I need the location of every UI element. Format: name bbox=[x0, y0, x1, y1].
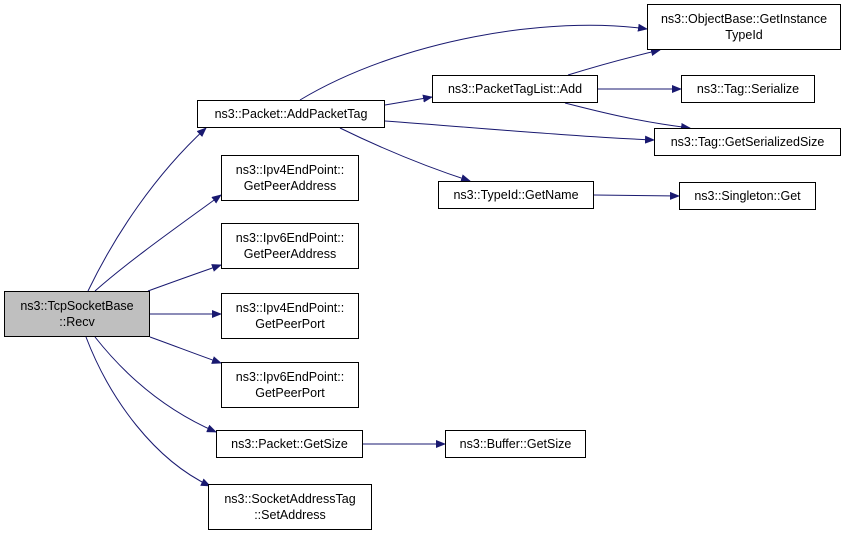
edge-tcp-recv-to-socket-address-tag-set-address bbox=[85, 336, 211, 487]
node-packet-tag-list-add[interactable]: ns3::PacketTagList::Add bbox=[432, 75, 598, 103]
node-ipv4-end-point-get-peer-address[interactable]: ns3::Ipv4EndPoint:: GetPeerAddress bbox=[221, 155, 359, 201]
node-tcp-socket-base-recv[interactable]: ns3::TcpSocketBase ::Recv bbox=[4, 291, 150, 337]
node-singleton-get[interactable]: ns3::Singleton::Get bbox=[679, 182, 816, 210]
edge-add-packet-tag-to-tag-get-serialized-size bbox=[384, 120, 655, 144]
node-label: ns3::Ipv4EndPoint:: GetPeerPort bbox=[235, 301, 345, 331]
node-label: ns3::TcpSocketBase ::Recv bbox=[20, 299, 134, 329]
edge-type-id-get-name-to-singleton-get bbox=[593, 191, 680, 200]
edge-tcp-recv-to-ipv6-get-peer-port bbox=[149, 336, 222, 364]
edge-packet-tag-list-add-to-object-base-get-instance-type-id bbox=[567, 48, 661, 76]
node-label: ns3::SocketAddressTag ::SetAddress bbox=[224, 492, 356, 522]
node-label: ns3::ObjectBase::GetInstance TypeId bbox=[660, 12, 828, 42]
node-type-id-get-name[interactable]: ns3::TypeId::GetName bbox=[438, 181, 594, 209]
node-label: ns3::Ipv6EndPoint:: GetPeerAddress bbox=[235, 231, 345, 261]
edge-add-packet-tag-to-object-base-get-instance-type-id bbox=[299, 23, 648, 101]
edge-tcp-recv-to-ipv6-get-peer-address bbox=[147, 264, 222, 292]
node-packet-add-packet-tag[interactable]: ns3::Packet::AddPacketTag bbox=[197, 100, 385, 128]
node-ipv4-end-point-get-peer-port[interactable]: ns3::Ipv4EndPoint:: GetPeerPort bbox=[221, 293, 359, 339]
node-label: ns3::Ipv4EndPoint:: GetPeerAddress bbox=[235, 163, 345, 193]
node-label: ns3::Tag::GetSerializedSize bbox=[670, 135, 825, 149]
edge-tcp-recv-to-ipv4-get-peer-address bbox=[94, 194, 222, 292]
node-packet-get-size[interactable]: ns3::Packet::GetSize bbox=[216, 430, 363, 458]
node-socket-address-tag-set-address[interactable]: ns3::SocketAddressTag ::SetAddress bbox=[208, 484, 372, 530]
edge-add-packet-tag-to-packet-tag-list-add bbox=[384, 94, 433, 106]
edge-packet-tag-list-add-to-tag-get-serialized-size bbox=[564, 102, 691, 131]
node-buffer-get-size[interactable]: ns3::Buffer::GetSize bbox=[445, 430, 586, 458]
node-label: ns3::TypeId::GetName bbox=[453, 188, 579, 202]
node-tag-serialize[interactable]: ns3::Tag::Serialize bbox=[681, 75, 815, 103]
node-label: ns3::Buffer::GetSize bbox=[459, 437, 572, 451]
node-label: ns3::Singleton::Get bbox=[694, 189, 801, 203]
node-object-base-get-instance-type-id[interactable]: ns3::ObjectBase::GetInstance TypeId bbox=[647, 4, 841, 50]
node-label: ns3::PacketTagList::Add bbox=[447, 82, 583, 96]
node-label: ns3::Tag::Serialize bbox=[696, 82, 800, 96]
node-ipv6-end-point-get-peer-address[interactable]: ns3::Ipv6EndPoint:: GetPeerAddress bbox=[221, 223, 359, 269]
node-label: ns3::Packet::AddPacketTag bbox=[214, 107, 368, 121]
edge-tcp-recv-to-add-packet-tag bbox=[87, 127, 207, 292]
edge-add-packet-tag-to-type-id-get-name bbox=[339, 127, 471, 183]
node-label: ns3::Packet::GetSize bbox=[231, 437, 348, 451]
node-label: ns3::Ipv6EndPoint:: GetPeerPort bbox=[235, 370, 345, 400]
edge-tcp-recv-to-packet-get-size bbox=[94, 336, 217, 433]
node-tag-get-serialized-size[interactable]: ns3::Tag::GetSerializedSize bbox=[654, 128, 841, 156]
node-ipv6-end-point-get-peer-port[interactable]: ns3::Ipv6EndPoint:: GetPeerPort bbox=[221, 362, 359, 408]
